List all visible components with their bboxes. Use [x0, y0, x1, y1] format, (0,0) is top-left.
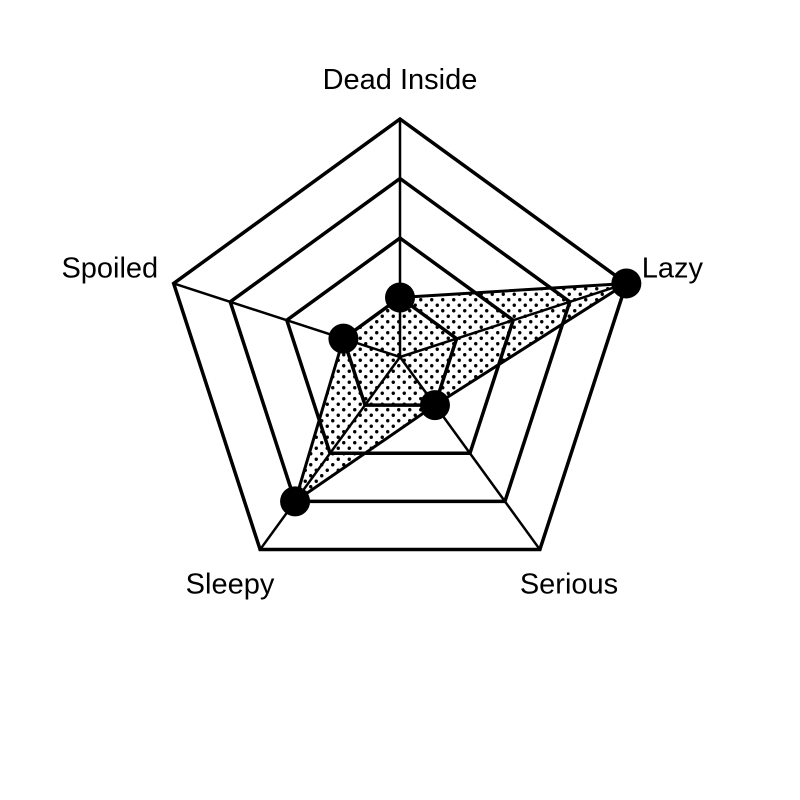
axis-label-dead-inside: Dead Inside	[323, 64, 478, 96]
data-point-dead-inside	[385, 282, 415, 313]
grid-ring-4	[171, 116, 629, 552]
data-point-sleepy	[280, 486, 311, 517]
axis-label-serious: Serious	[520, 569, 618, 601]
data-point-lazy	[611, 268, 642, 299]
series-area	[292, 281, 628, 506]
data-point-spoiled	[328, 323, 359, 354]
grid-ring-3	[228, 176, 572, 504]
radar-series	[280, 268, 642, 517]
data-point-serious	[419, 390, 450, 421]
axis-label-lazy: Lazy	[642, 252, 704, 284]
axis-label-sleepy: Sleepy	[186, 569, 275, 601]
axis-label-spoiled: Spoiled	[61, 252, 158, 284]
